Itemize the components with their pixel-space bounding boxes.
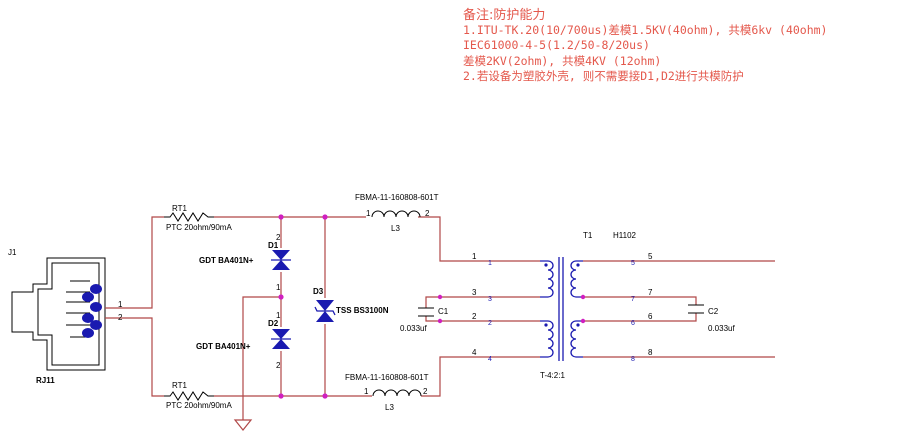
- l3-bottom-ref: L3: [385, 403, 394, 412]
- t1-pin-right-3: 6: [648, 312, 653, 321]
- l3-bottom-pin1: 1: [364, 387, 369, 396]
- d3-value: TSS BS3100N: [336, 306, 389, 315]
- j1-pin-1: 1: [118, 300, 123, 309]
- c1-value: 0.033uf: [400, 324, 427, 333]
- j1-pin-2: 2: [118, 313, 123, 322]
- d3-ref: D3: [313, 287, 324, 296]
- c1-ref: C1: [438, 307, 449, 316]
- d2-pin-b: 2: [276, 361, 281, 370]
- notes-title: 备注:防护能力: [463, 8, 546, 23]
- rj11-label: RJ11: [36, 376, 55, 385]
- protection-notes: 备注:防护能力 1.ITU-TK.20(10/700us)差模1.5KV(40o…: [463, 8, 827, 84]
- d1-gdt: D1 GDT BA401N+ 2 1: [199, 233, 291, 292]
- c2-capacitor: C2 0.033uf: [688, 304, 735, 333]
- t1-inner-right-2: 7: [631, 296, 635, 303]
- t1-pin-left-1: 1: [472, 252, 477, 261]
- t1-transformer: T1 H1102 T-4:2:1: [540, 231, 637, 380]
- l3-top-pin1: 1: [366, 209, 371, 218]
- d1-pin-b: 1: [276, 283, 281, 292]
- d2-gdt: D2 GDT BA401N+ 1 2: [196, 311, 291, 370]
- t1-pin-numbers: 1 3 2 4 5 7 6 8 1 3 2 4 5 7 6 8: [472, 252, 653, 363]
- ground-symbol: [233, 419, 253, 431]
- rt1-top-value: PTC 20ohm/90mA: [166, 223, 232, 232]
- notes-line-4: 2.若设备为塑胶外壳, 则不需要接D1,D2进行共模防护: [463, 68, 744, 83]
- t1-ratio: T-4:2:1: [540, 371, 565, 380]
- notes-line-3: 差模2KV(2ohm), 共模4KV (12ohm): [463, 53, 662, 68]
- rt1-bottom-ref: RT1: [172, 381, 188, 390]
- t1-inner-left-3: 2: [488, 320, 492, 327]
- d1-pin-a: 2: [276, 233, 281, 242]
- l3-top-ref: L3: [391, 224, 400, 233]
- t1-pin-right-4: 8: [648, 348, 653, 357]
- c2-value: 0.033uf: [708, 324, 735, 333]
- t1-pin-left-4: 4: [472, 348, 477, 357]
- t1-inner-right-4: 8: [631, 356, 635, 363]
- d2-value: GDT BA401N+: [196, 342, 251, 351]
- t1-pin-right-1: 5: [648, 252, 653, 261]
- t1-inner-left-1: 1: [488, 260, 492, 267]
- t1-pin-right-2: 7: [648, 288, 653, 297]
- t1-inner-left-4: 4: [488, 356, 492, 363]
- d1-value: GDT BA401N+: [199, 256, 254, 265]
- l3-top-part: FBMA-11-160808-601T: [355, 193, 439, 202]
- c2-ref: C2: [708, 307, 719, 316]
- t1-inner-left-2: 3: [488, 296, 492, 303]
- t1-ref: T1: [583, 231, 593, 240]
- t1-pin-left-3: 2: [472, 312, 477, 321]
- d2-pin-a: 1: [276, 311, 281, 320]
- t1-inner-right-3: 6: [631, 320, 635, 327]
- notes-line-2: IEC61000-4-5(1.2/50-8/20us): [463, 38, 650, 53]
- d3-tss: D3 TSS BS3100N: [313, 287, 389, 324]
- d2-ref: D2: [268, 319, 279, 328]
- l3-bottom-part: FBMA-11-160808-601T: [345, 373, 429, 382]
- j1-ref: J1: [8, 248, 17, 257]
- junction-dots: [278, 214, 586, 399]
- rt1-bottom-value: PTC 20ohm/90mA: [166, 401, 232, 410]
- wires: [105, 216, 775, 420]
- rt1-top-resistor: RT1 PTC 20ohm/90mA: [164, 204, 232, 232]
- l3-top-inductor: FBMA-11-160808-601T 1 2 L3: [355, 193, 439, 233]
- rt1-top-ref: RT1: [172, 204, 188, 213]
- l3-bottom-pin2: 2: [423, 387, 428, 396]
- rt1-bottom-resistor: RT1 PTC 20ohm/90mA: [164, 381, 232, 410]
- t1-inner-right-1: 5: [631, 260, 635, 267]
- d1-ref: D1: [268, 241, 279, 250]
- notes-line-1: 1.ITU-TK.20(10/700us)差模1.5KV(40ohm), 共模6…: [463, 23, 828, 38]
- t1-part: H1102: [613, 231, 637, 240]
- c1-capacitor: C1 0.033uf: [400, 307, 449, 333]
- t1-pin-left-2: 3: [472, 288, 477, 297]
- l3-top-pin2: 2: [425, 209, 430, 218]
- rj11-connector: J1 RJ11: [8, 248, 106, 385]
- l3-bottom-inductor: FBMA-11-160808-601T 1 2 L3: [345, 373, 429, 412]
